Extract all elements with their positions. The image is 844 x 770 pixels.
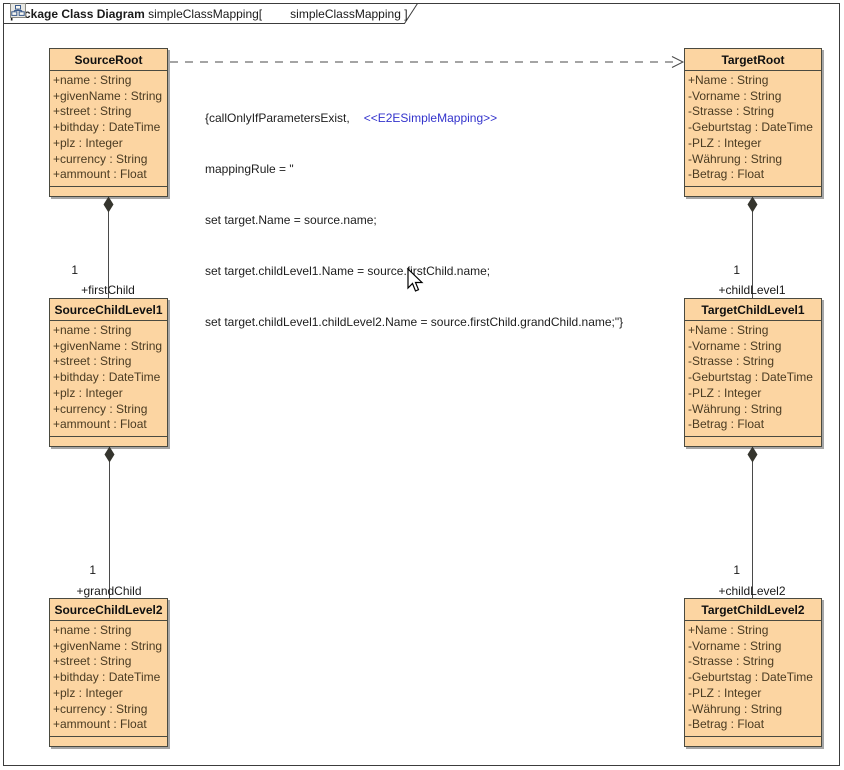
attribute: +currency : String — [53, 701, 148, 716]
attribute: +street : String — [53, 104, 132, 119]
attribute-compartment: +name : String+givenName : String+street… — [50, 71, 167, 186]
attribute: -Strasse : String — [688, 654, 775, 669]
attribute: +street : String — [53, 654, 132, 669]
composition-diamond — [747, 196, 758, 213]
composition-diamond — [104, 446, 115, 463]
dependency-arrow[interactable] — [168, 52, 688, 72]
attribute: -Geburtstag : DateTime — [688, 370, 813, 385]
attribute: -Währung : String — [688, 401, 783, 416]
class-sourcechildlevel1[interactable]: SourceChildLevel1 +name : String+givenNa… — [49, 298, 168, 447]
attribute: -PLZ : Integer — [688, 685, 762, 700]
operation-compartment — [50, 436, 167, 446]
attribute: +Name : String — [688, 73, 769, 87]
attribute: +name : String — [53, 73, 132, 87]
attribute: +givenName : String — [53, 638, 163, 653]
attribute: +plz : Integer — [53, 135, 123, 150]
frame-diagram-name: simpleClassMapping[ — [148, 6, 263, 21]
frame-header-tab: package Class Diagram simpleClassMapping… — [3, 3, 423, 25]
class-name: SourceChildLevel2 — [50, 599, 167, 621]
frame-keyword: package Class Diagram — [10, 6, 145, 21]
annotation-constraint: {callOnlyIfParametersExist, — [205, 111, 350, 125]
role-label-grandchild: +grandChild — [76, 584, 142, 598]
composition-diamond — [103, 196, 114, 213]
attribute-compartment: +Name : String-Vorname : String-Strasse … — [685, 321, 821, 436]
attribute: -Währung : String — [688, 701, 783, 716]
composition-edge-childlevel2[interactable] — [752, 447, 753, 598]
operation-compartment — [50, 736, 167, 746]
composition-edge-grandchild[interactable] — [109, 447, 110, 598]
annotation-line: set target.childLevel1.Name = source.fir… — [205, 264, 491, 278]
class-targetroot[interactable]: TargetRoot +Name : String-Vorname : Stri… — [684, 48, 822, 197]
attribute-compartment: +Name : String-Vorname : String-Strasse … — [685, 71, 821, 186]
class-sourcechildlevel2[interactable]: SourceChildLevel2 +name : String+givenNa… — [49, 598, 168, 747]
attribute: -Geburtstag : DateTime — [688, 670, 813, 685]
attribute: +plz : Integer — [53, 385, 123, 400]
attribute: +street : String — [53, 354, 132, 369]
composition-diamond — [747, 446, 758, 463]
attribute: +currency : String — [53, 151, 148, 166]
attribute: +ammount : Float — [53, 417, 147, 432]
operation-compartment — [685, 436, 821, 446]
attribute: -PLZ : Integer — [688, 385, 762, 400]
operation-compartment — [685, 186, 821, 196]
attribute: +bithday : DateTime — [53, 120, 161, 135]
attribute: -Betrag : Float — [688, 167, 765, 182]
attribute: -Vorname : String — [688, 638, 782, 653]
class-targetchildlevel2[interactable]: TargetChildLevel2 +Name : String-Vorname… — [684, 598, 822, 747]
attribute: +name : String — [53, 623, 132, 637]
annotation-line: {callOnlyIfParametersExist, <<E2ESimpleMa… — [205, 110, 623, 127]
attribute: -Betrag : Float — [688, 717, 765, 732]
attribute: +bithday : DateTime — [53, 670, 161, 685]
multiplicity-label: 1 — [733, 563, 740, 577]
attribute: +Name : String — [688, 623, 769, 637]
class-targetchildlevel1[interactable]: TargetChildLevel1 +Name : String-Vorname… — [684, 298, 822, 447]
class-name: TargetRoot — [685, 49, 821, 71]
frame-title: package Class Diagram simpleClassMapping… — [10, 3, 408, 24]
attribute: -Strasse : String — [688, 354, 775, 369]
operation-compartment — [685, 736, 821, 746]
attribute: -Vorname : String — [688, 88, 782, 103]
attribute: +currency : String — [53, 401, 148, 416]
multiplicity-label: 1 — [733, 263, 740, 277]
attribute: +ammount : Float — [53, 717, 147, 732]
multiplicity-label: 1 — [71, 263, 78, 277]
mouse-cursor-icon — [407, 268, 424, 292]
mapping-rule-annotation: {callOnlyIfParametersExist, <<E2ESimpleMa… — [205, 76, 623, 348]
attribute-compartment: +Name : String-Vorname : String-Strasse … — [685, 621, 821, 736]
frame-tab-suffix: simpleClassMapping ] — [290, 6, 408, 21]
attribute: -PLZ : Integer — [688, 135, 762, 150]
stereotype-label: <<E2ESimpleMapping>> — [363, 111, 498, 125]
class-name: SourceRoot — [50, 49, 167, 71]
annotation-line: mappingRule = " — [205, 162, 294, 176]
class-sourceroot[interactable]: SourceRoot +name : String+givenName : St… — [49, 48, 168, 197]
attribute-compartment: +name : String+givenName : String+street… — [50, 621, 167, 736]
annotation-line: set target.Name = source.name; — [205, 213, 377, 227]
composition-edge-firstchild[interactable] — [108, 197, 109, 298]
attribute: +Name : String — [688, 323, 769, 337]
multiplicity-label: 1 — [89, 563, 96, 577]
attribute: -Währung : String — [688, 151, 783, 166]
attribute-compartment: +name : String+givenName : String+street… — [50, 321, 167, 436]
attribute: +givenName : String — [53, 338, 163, 353]
attribute: -Geburtstag : DateTime — [688, 120, 813, 135]
attribute: +ammount : Float — [53, 167, 147, 182]
operation-compartment — [50, 186, 167, 196]
attribute: +name : String — [53, 323, 132, 337]
composition-edge-childlevel1[interactable] — [752, 197, 753, 298]
class-name: TargetChildLevel1 — [685, 299, 821, 321]
attribute: -Vorname : String — [688, 338, 782, 353]
role-label-childlevel1: +childLevel1 — [718, 283, 786, 297]
class-name: SourceChildLevel1 — [50, 299, 167, 321]
annotation-line: set target.childLevel1.childLevel2.Name … — [205, 315, 624, 329]
class-name: TargetChildLevel2 — [685, 599, 821, 621]
attribute: -Betrag : Float — [688, 417, 765, 432]
role-label-firstchild: +firstChild — [81, 283, 135, 297]
attribute: +bithday : DateTime — [53, 370, 161, 385]
frame-tab-shape — [3, 3, 419, 24]
attribute: +plz : Integer — [53, 685, 123, 700]
class-diagram-icon — [10, 0, 286, 35]
attribute: -Strasse : String — [688, 104, 775, 119]
role-label-childlevel2: +childLevel2 — [718, 584, 786, 598]
attribute: +givenName : String — [53, 88, 163, 103]
